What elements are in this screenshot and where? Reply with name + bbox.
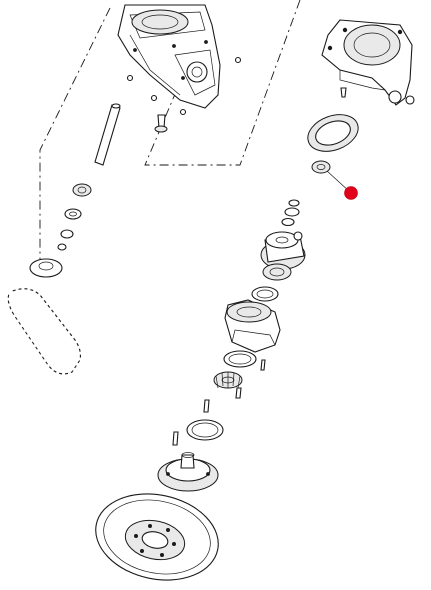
cutting-disc[interactable] [88, 483, 227, 590]
drive-shaft[interactable] [94, 103, 121, 166]
bearing-stack-left[interactable] [57, 183, 92, 251]
phantom-outline [39, 0, 301, 268]
gearbox-housing[interactable] [117, 4, 221, 109]
spacer-ring[interactable] [251, 286, 279, 302]
pin[interactable] [260, 359, 266, 371]
hub-bearing[interactable] [262, 263, 292, 281]
o-ring[interactable] [186, 419, 224, 441]
washer-stack-center[interactable] [281, 199, 300, 227]
seal-ring[interactable] [303, 108, 363, 158]
mounting-bracket[interactable] [321, 19, 415, 106]
callout-marker[interactable] [344, 186, 358, 200]
bolt[interactable] [154, 114, 168, 133]
small-bearing[interactable] [311, 160, 331, 174]
sprocket[interactable] [29, 258, 63, 278]
housing-bolts[interactable] [126, 56, 242, 116]
bracket-bolt[interactable] [340, 87, 347, 98]
gear-hub[interactable] [260, 231, 306, 270]
roller-bearing[interactable] [213, 371, 243, 389]
small-screw[interactable] [172, 387, 242, 446]
drive-chain[interactable] [7, 287, 82, 375]
retaining-ring[interactable] [223, 350, 257, 368]
bell-housing[interactable] [224, 299, 281, 353]
output-flange[interactable] [157, 452, 219, 492]
